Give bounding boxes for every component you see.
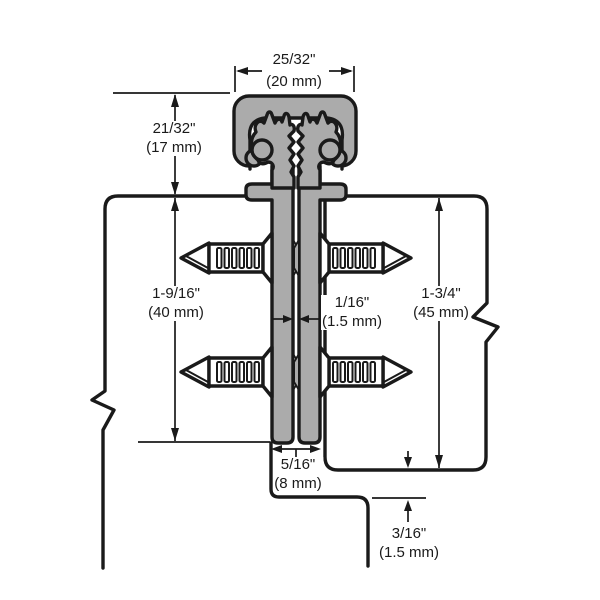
- dim-bottom-width: [271, 445, 321, 458]
- dim-leaf-length-label: 1-9/16" (40 mm): [147, 286, 205, 321]
- dim-cap-height-label: 21/32" (17 mm): [145, 121, 203, 156]
- dim-clearance: [372, 451, 426, 522]
- screw-top-right: [318, 231, 413, 285]
- dim-door-thickness: [435, 198, 443, 468]
- screw-thread: [223, 247, 230, 269]
- dim-bottom-width-label: 5/16" (8 mm): [273, 457, 323, 492]
- dim-door-thickness-label: 1-3/4" (45 mm): [412, 286, 470, 321]
- screw-thread: [253, 247, 260, 269]
- dim-cap-height-mm: (17 mm): [146, 139, 202, 156]
- door-outline: [320, 194, 500, 472]
- dim-clearance-label: 3/16" (1.5 mm): [378, 526, 440, 561]
- hinge-metal-parts: [232, 94, 358, 445]
- dim-cap-width-label: 25/32" (20 mm): [265, 52, 323, 90]
- screw-top-left: [179, 231, 274, 285]
- dim-leaf-length-mm: (40 mm): [148, 304, 204, 321]
- screw-thread: [231, 247, 238, 269]
- dim-bottom-width-in: 5/16": [280, 456, 316, 473]
- screw-thread: [246, 247, 253, 269]
- dim-cap-height: [113, 92, 230, 195]
- dim-cap-width-mm: (20 mm): [266, 73, 322, 90]
- dim-leaf-gap-label: 1/16" (1.5 mm): [321, 295, 383, 330]
- dim-door-thickness-in: 1-3/4": [421, 285, 461, 302]
- dim-leaf-gap-in: 1/16": [334, 294, 370, 311]
- dim-door-thickness-mm: (45 mm): [413, 304, 469, 321]
- gear-lobe: [250, 138, 274, 162]
- screw-tip-facet: [185, 255, 209, 269]
- dim-cap-width: [234, 66, 355, 92]
- mounting-screws: [179, 231, 413, 399]
- dim-bottom-width-mm: (8 mm): [274, 475, 322, 492]
- screw-bottom-left: [179, 345, 274, 399]
- screw-tip: [179, 241, 211, 275]
- dim-clearance-in: 3/16": [391, 525, 427, 542]
- hinge-leaf: [244, 164, 295, 445]
- screw-bottom-right: [318, 345, 413, 399]
- dim-clearance-mm: (1.5 mm): [379, 544, 439, 561]
- dim-leaf-gap: [272, 315, 320, 323]
- screw-thread: [216, 247, 223, 269]
- dim-cap-height-in: 21/32": [152, 120, 196, 137]
- frame-and-door-outlines: [90, 194, 500, 570]
- dim-cap-width-in: 25/32": [272, 51, 316, 68]
- dim-leaf-gap-mm: (1.5 mm): [322, 313, 382, 330]
- screw-thread: [238, 247, 245, 269]
- screw-head: [261, 231, 274, 285]
- dim-leaf-length-in: 1-9/16": [152, 285, 200, 302]
- frame-stop-outline: [269, 441, 370, 568]
- frame-left-outline: [90, 194, 274, 570]
